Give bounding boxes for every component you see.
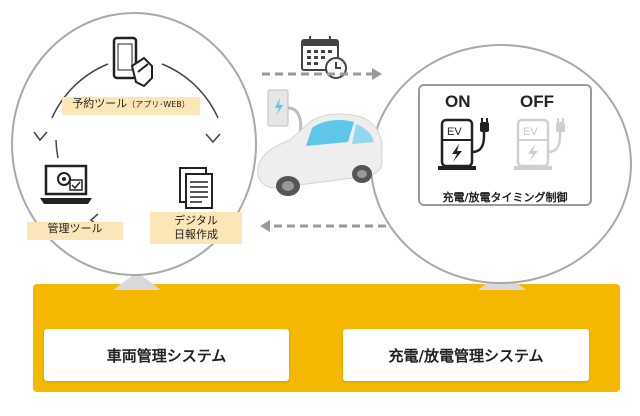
vehicle-mgmt-system-box: 車両管理システム bbox=[44, 329, 289, 381]
reserve-tool-text: 予約ツール bbox=[72, 97, 128, 110]
electric-car-icon bbox=[257, 89, 383, 196]
smartphone-icon bbox=[112, 36, 153, 88]
digital-report-line2: 日報作成 bbox=[174, 228, 218, 241]
charge-timing-caption: 充電/放電タイミング制御 bbox=[442, 191, 568, 204]
digital-report-line1: デジタル bbox=[174, 214, 218, 227]
ev-charger-on-icon: EV bbox=[438, 118, 489, 170]
mgmt-tool-label: 管理ツール bbox=[27, 222, 123, 240]
laptop-gear-icon bbox=[40, 164, 92, 204]
on-label: ON bbox=[445, 92, 471, 111]
charge-mgmt-system-box: 充電/放電管理システム bbox=[343, 329, 589, 381]
document-icon bbox=[179, 167, 213, 209]
ev-on-text: EV bbox=[447, 126, 462, 138]
ev-charger-off-icon: EV bbox=[514, 118, 565, 170]
reserve-tool-subtext: （アプリ･WEB） bbox=[127, 100, 190, 109]
reserve-tool-label: 予約ツール（アプリ･WEB） bbox=[62, 97, 200, 115]
mgmt-tool-text: 管理ツール bbox=[47, 222, 103, 235]
digital-report-label: デジタル 日報作成 bbox=[150, 212, 242, 244]
off-label: OFF bbox=[520, 92, 554, 111]
ev-off-text: EV bbox=[523, 126, 538, 138]
